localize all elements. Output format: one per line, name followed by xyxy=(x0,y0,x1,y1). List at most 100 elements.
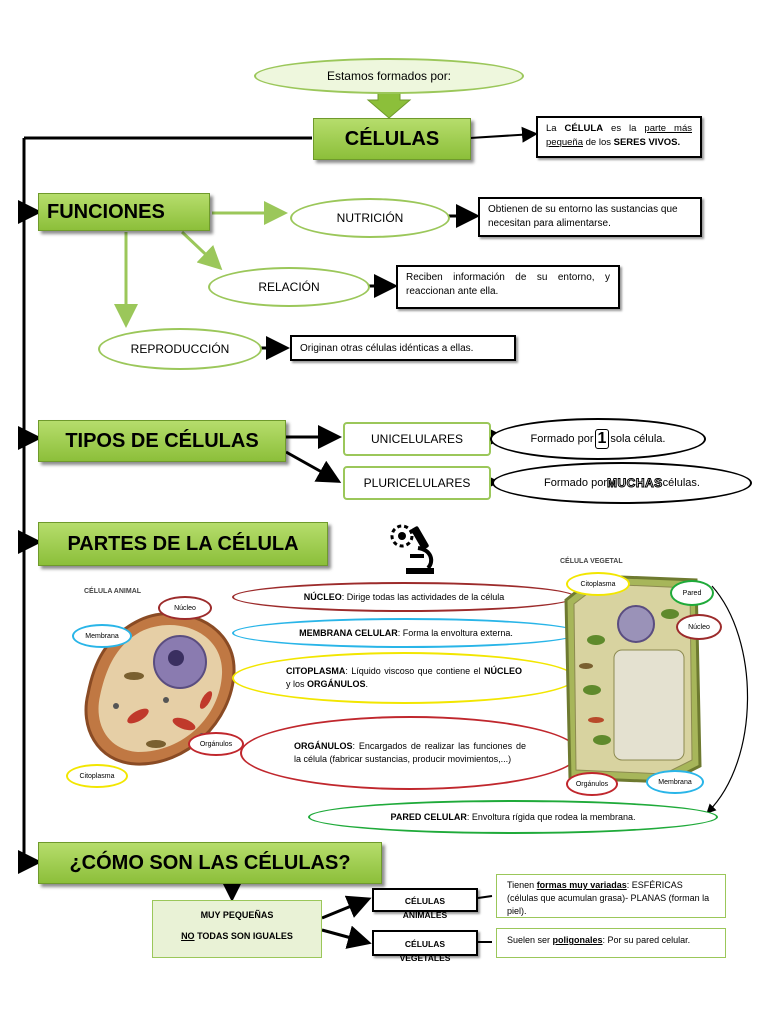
funciones-box: FUNCIONES xyxy=(38,193,210,231)
animales-formas: formas muy variadas xyxy=(536,880,627,890)
uni-post: sola célula. xyxy=(610,433,666,445)
relacion-ellipse: RELACIÓN xyxy=(208,267,370,307)
iguales-text: TODAS SON IGUALES xyxy=(194,931,293,941)
label-organulos: Orgánulos xyxy=(188,732,244,756)
nucleo-desc: : Dirige todas las actividades de la cél… xyxy=(341,591,505,602)
citoplasma-desc-3: . xyxy=(365,679,369,689)
no-text: NO xyxy=(181,931,195,941)
pared-ellipse: PARED CELULAR: Envoltura rígida que rode… xyxy=(308,800,718,834)
organulos-ellipse: ORGÁNULOS: Encargados de realizar las fu… xyxy=(240,716,580,790)
def-mid: es la xyxy=(603,123,645,134)
pluricelulares-box: PLURICELULARES xyxy=(343,466,491,500)
def-post: de los xyxy=(582,137,614,148)
label-membrana-text: Membrana xyxy=(85,632,119,640)
relacion-label: RELACIÓN xyxy=(258,280,320,294)
citoplasma-term: CITOPLASMA xyxy=(286,666,346,676)
celulas-title: CÉLULAS xyxy=(344,127,440,150)
nutricion-label: NUTRICIÓN xyxy=(336,211,404,225)
partes-box: PARTES DE LA CÉLULA xyxy=(38,522,328,566)
plant-label-organulos-text: Orgánulos xyxy=(575,780,609,788)
como-box: ¿CÓMO SON LAS CÉLULAS? xyxy=(38,842,382,884)
reproduccion-label: REPRODUCCIÓN xyxy=(130,342,230,356)
reproduccion-desc: Originan otras células idénticas a ellas… xyxy=(300,343,474,354)
organulos-term: ORGÁNULOS xyxy=(294,741,353,751)
label-nucleo: Núcleo xyxy=(158,596,212,620)
celulas-vegetales-box: CÉLULAS VEGETALES xyxy=(372,930,478,963)
celula-definition-box: La CÉLULA es la parte más pequeña de los… xyxy=(536,116,702,158)
membrana-ellipse: MEMBRANA CELULAR: Forma la envoltura ext… xyxy=(232,618,580,648)
pluricelulares-label: PLURICELULARES xyxy=(363,476,471,490)
plant-label-citoplasma-text: Citoplasma xyxy=(580,580,616,588)
pequenas-box: MUY PEQUEÑAS NO TODAS SON IGUALES xyxy=(152,900,322,958)
nutricion-desc-box: Obtienen de su entorno las sustancias qu… xyxy=(478,197,702,237)
pluricelulares-desc-ellipse: Formado por MUCHAS células. xyxy=(492,462,752,504)
membrana-desc: : Forma la envoltura externa. xyxy=(397,627,513,638)
number-one-glyph: 1 xyxy=(594,429,610,449)
relacion-desc: Reciben información de su entorno, y rea… xyxy=(406,272,610,297)
label-citoplasma-text: Citoplasma xyxy=(79,772,115,780)
vegetales-pre: Suelen ser xyxy=(507,935,553,945)
celulas-box: CÉLULAS xyxy=(313,118,471,160)
celulas-animales-box: CÉLULAS ANIMALES xyxy=(372,888,478,920)
unicelulares-label: UNICELULARES xyxy=(370,432,464,446)
unicelulares-desc-ellipse: Formado por 1 sola célula. xyxy=(490,418,706,460)
membrana-term: MEMBRANA CELULAR xyxy=(299,627,398,638)
plant-label-membrana: Membrana xyxy=(646,770,704,794)
plant-label-citoplasma: Citoplasma xyxy=(566,572,630,596)
def-parte: parte más pequeña xyxy=(546,123,692,148)
plant-label-nucleo-text: Núcleo xyxy=(688,623,710,631)
unicelulares-box: UNICELULARES xyxy=(343,422,491,456)
plant-label-membrana-text: Membrana xyxy=(658,778,692,786)
citoplasma-term-3: ORGÁNULOS xyxy=(307,679,366,689)
plant-cell-title: CÉLULA VEGETAL xyxy=(560,558,623,565)
animales-desc-box: Tienen formas muy variadas: ESFÉRICAS (c… xyxy=(496,874,726,918)
funciones-title: FUNCIONES xyxy=(47,200,165,223)
citoplasma-ellipse: CITOPLASMA: Líquido viscoso que contiene… xyxy=(232,652,576,704)
citoplasma-term-2: NÚCLEO xyxy=(484,666,522,676)
reproduccion-ellipse: REPRODUCCIÓN xyxy=(98,328,262,370)
vegetales-poligonales: poligonales xyxy=(552,935,603,945)
def-celula: CÉLULA xyxy=(564,123,604,134)
pared-term: PARED CELULAR xyxy=(390,811,467,822)
microscope-icon xyxy=(390,524,434,574)
nucleo-ellipse: NÚCLEO: Dirige todas las actividades de … xyxy=(232,582,576,612)
pluri-post: células. xyxy=(662,477,700,489)
def-pre: La xyxy=(546,123,565,134)
vegetales-desc-box: Suelen ser poligonales: Por su pared cel… xyxy=(496,928,726,958)
pequenas-text: MUY PEQUEÑAS xyxy=(200,910,274,920)
celulas-vegetales-label: CÉLULAS VEGETALES xyxy=(399,939,451,963)
intro-ellipse: Estamos formados por: xyxy=(254,58,524,94)
nutricion-desc: Obtienen de su entorno las sustancias qu… xyxy=(488,204,678,229)
pared-desc: : Envoltura rígida que rodea la membrana… xyxy=(466,811,636,822)
tipos-title: TIPOS DE CÉLULAS xyxy=(65,429,259,452)
pluri-pre: Formado por xyxy=(544,477,607,489)
label-citoplasma: Citoplasma xyxy=(66,764,128,788)
def-seres: SERES VIVOS. xyxy=(613,137,681,148)
plant-label-pared: Pared xyxy=(670,580,714,606)
plant-label-nucleo: Núcleo xyxy=(676,614,722,640)
citoplasma-desc-2: y los xyxy=(286,679,308,689)
label-nucleo-text: Núcleo xyxy=(174,604,196,612)
reproduccion-desc-box: Originan otras células idénticas a ellas… xyxy=(290,335,516,361)
animales-pre: Tienen xyxy=(507,880,537,890)
vegetales-post: : Por su pared celular. xyxy=(602,935,691,945)
down-arrow-icon xyxy=(366,89,412,119)
nucleo-term: NÚCLEO xyxy=(303,591,342,602)
animal-cell-image xyxy=(84,612,236,766)
plant-label-organulos: Orgánulos xyxy=(566,772,618,796)
animales-post: : ESFÉRICAS (células que acumulan grasa)… xyxy=(507,880,710,916)
como-title: ¿CÓMO SON LAS CÉLULAS? xyxy=(69,851,351,874)
citoplasma-desc-1: : Líquido viscoso que contiene el xyxy=(345,666,484,676)
tipos-box: TIPOS DE CÉLULAS xyxy=(38,420,286,462)
partes-title: PARTES DE LA CÉLULA xyxy=(67,532,299,555)
relacion-desc-box: Reciben información de su entorno, y rea… xyxy=(396,265,620,309)
intro-text: Estamos formados por: xyxy=(326,69,452,83)
organulos-desc: : Encargados de realizar las funciones d… xyxy=(294,741,526,764)
celulas-animales-label: CÉLULAS ANIMALES xyxy=(402,896,448,920)
muchas-word: MUCHAS xyxy=(607,476,663,491)
nutricion-ellipse: NUTRICIÓN xyxy=(290,198,450,238)
label-organulos-text: Orgánulos xyxy=(199,740,233,748)
label-membrana: Membrana xyxy=(72,624,132,648)
uni-pre: Formado por xyxy=(530,433,594,445)
